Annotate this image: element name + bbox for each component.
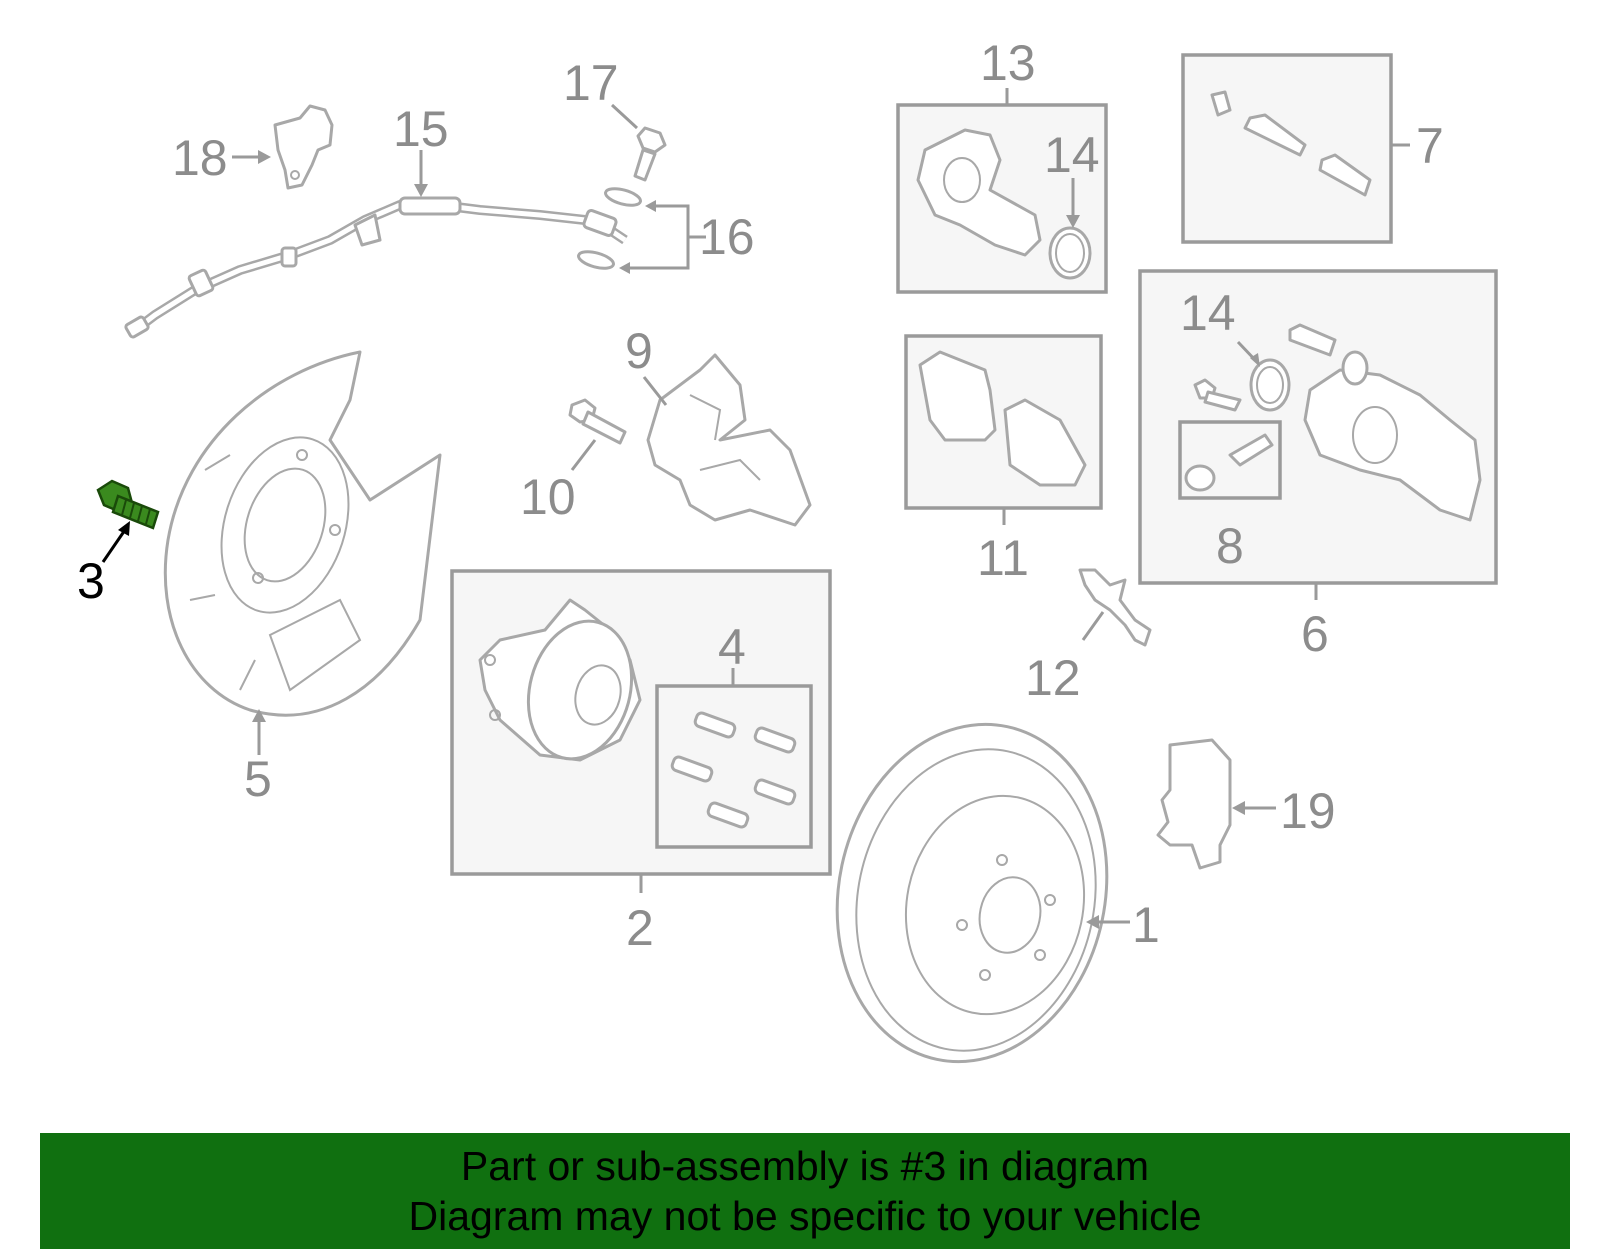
callout-2: 2 [626, 900, 654, 956]
box-11-brake-pads[interactable] [904, 334, 1103, 510]
callout-6: 6 [1301, 606, 1329, 662]
part-10-bolt[interactable] [568, 398, 627, 445]
banner-line-part: Part or sub-assembly is #3 in diagram [460, 1143, 1150, 1189]
part-9-caliper-bracket[interactable] [646, 353, 812, 527]
callout-14-box6: 14 [1180, 285, 1236, 341]
callout-16: 16 [699, 209, 755, 265]
callout-13: 13 [980, 35, 1036, 91]
leader-3 [101, 526, 129, 563]
callout-3-highlighted: 3 [77, 553, 105, 609]
callout-18: 18 [172, 130, 228, 186]
part-12-spring-clip[interactable] [1078, 568, 1152, 647]
info-banner: Part or sub-assembly is #3 in diagram Di… [40, 1133, 1570, 1249]
box-8-bleeder-kit[interactable] [1178, 420, 1282, 500]
leader-16 [622, 204, 690, 270]
banner-line-disclaimer: Diagram may not be specific to your vehi… [408, 1193, 1202, 1239]
callout-14-top: 14 [1044, 127, 1100, 183]
box-7-guide-pins[interactable] [1181, 53, 1393, 244]
callout-11: 11 [977, 530, 1029, 586]
callout-5: 5 [244, 751, 272, 807]
callout-10: 10 [520, 469, 576, 525]
callout-17: 17 [563, 55, 619, 111]
callout-8: 8 [1216, 518, 1244, 574]
part-15-brake-hose[interactable] [124, 196, 628, 339]
part-1-rotor[interactable] [807, 699, 1138, 1087]
leader-10 [570, 439, 597, 471]
leader-17 [610, 103, 639, 130]
part-18-bracket[interactable] [273, 104, 334, 190]
callout-4: 4 [718, 619, 746, 675]
leader-12 [1081, 611, 1105, 641]
part-16-seal-rings[interactable] [577, 186, 642, 272]
callout-9: 9 [625, 323, 653, 379]
part-5-dust-shield[interactable] [163, 350, 442, 717]
part-3-bolt-highlighted[interactable] [96, 479, 160, 530]
callout-19: 19 [1280, 783, 1336, 839]
callout-1: 1 [1132, 897, 1160, 953]
box-13-actuator[interactable] [896, 103, 1108, 294]
part-19-sensor-module[interactable] [1156, 738, 1232, 870]
callout-15: 15 [393, 101, 449, 157]
callout-12: 12 [1025, 650, 1081, 706]
callout-7: 7 [1416, 118, 1444, 174]
box-6-caliper-assembly[interactable] [1138, 269, 1498, 585]
leader-9 [642, 376, 668, 406]
part-17-bolt[interactable] [633, 126, 667, 182]
box-4-wheel-studs[interactable] [655, 684, 813, 849]
